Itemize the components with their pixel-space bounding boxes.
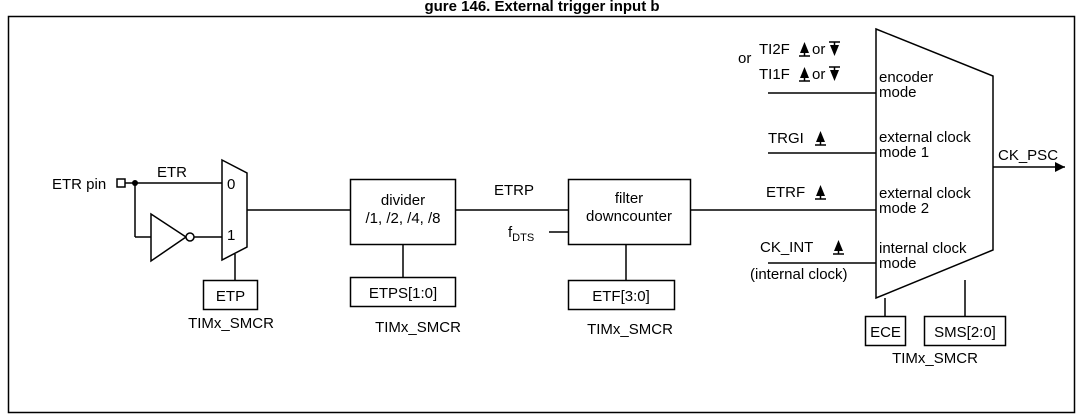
or-label: or [738,50,751,67]
ece-register-box [864,315,907,347]
ti2f-rising-edge-icon [799,42,810,57]
etp-register-label: ETP [216,288,245,305]
ck-psc-label: CK_PSC [998,147,1058,164]
etp-register-box [202,279,259,311]
clock-mode-mux [875,27,994,300]
internal-clock-mode-label: internal clock [879,240,967,257]
etrf-label: ETRF [766,184,805,201]
mux-input-0: 0 [227,176,235,193]
sms-register-label: SMS[2:0] [934,324,996,341]
ece-sms-smcr-label: TIMx_SMCR [892,350,978,367]
ti2f-falling-edge-icon [829,41,840,56]
ti2f-or-label: or [812,41,825,58]
filter-label: filter [615,190,643,207]
ck-int-label: CK_INT [760,239,813,256]
etf-smcr-label: TIMx_SMCR [587,321,673,338]
mux-input-1: 1 [227,227,235,244]
etr-pin-terminal [116,178,126,188]
etps-smcr-label: TIMx_SMCR [375,319,461,336]
etrf-rising-edge-icon [815,185,826,200]
filter-block [567,178,692,246]
divider-label: divider [381,192,425,209]
etp-smcr-label: TIMx_SMCR [188,315,274,332]
ti2f-label: TI2F [759,41,790,58]
internal-clock-note: (internal clock) [750,266,848,283]
internal-clock-mode-label-2: mode [879,255,917,272]
etr-pin-label: ETR pin [52,176,106,193]
etps-register-box [349,276,457,308]
ext-clock-mode2-label-2: mode 2 [879,200,929,217]
ext-clock-mode2-label: external clock [879,185,971,202]
ti1f-rising-edge-icon [799,67,810,82]
etrp-label: ETRP [494,182,534,199]
fdts-label: fDTS [508,224,534,244]
figure-frame [7,15,1076,414]
trgi-rising-edge-icon [815,131,826,146]
ext-clock-mode1-label: external clock [879,129,971,146]
etps-register-label: ETPS[1:0] [369,285,437,302]
ti1f-label: TI1F [759,66,790,83]
ck-int-rising-edge-icon [833,240,844,255]
trgi-label: TRGI [768,130,804,147]
filter-sublabel: downcounter [586,208,672,225]
ti1f-or-label: or [812,66,825,83]
ext-clock-mode1-label-2: mode 1 [879,144,929,161]
ece-register-label: ECE [870,324,901,341]
encoder-mode-label-2: mode [879,84,917,101]
inverter-bubble [185,232,195,242]
ti1f-falling-edge-icon [829,66,840,81]
etf-register-label: ETF[3:0] [592,288,650,305]
etr-signal-label: ETR [157,164,187,181]
figure-title: gure 146. External trigger input b [424,0,659,15]
divider-ratios: /1, /2, /4, /8 [365,210,440,227]
sms-register-box [923,315,1007,347]
encoder-mode-label: encoder [879,69,933,86]
etr-polarity-mux [221,158,248,262]
inverter-gate [150,212,188,263]
etf-register-box [567,279,676,311]
